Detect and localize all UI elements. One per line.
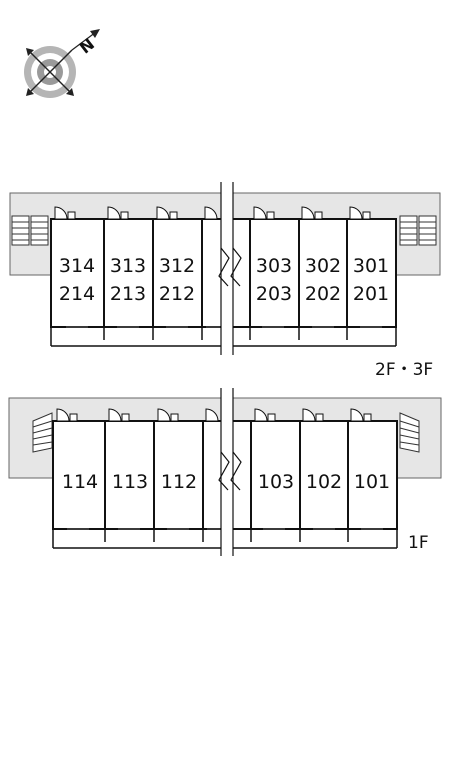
unit-112[interactable]: 112: [161, 471, 197, 493]
unit-113[interactable]: 113: [112, 471, 148, 493]
floor-label-upper: 2F・3F: [375, 360, 433, 380]
floor-plan-lower: 114 113 112 103 102 101 1F: [8, 388, 442, 556]
floor-label-lower: 1F: [408, 533, 429, 553]
lower-doors: [56, 408, 372, 422]
stair-right-lower: [399, 412, 420, 453]
lower-break-line: [218, 388, 242, 556]
stair-left-upper: [11, 215, 49, 246]
unit-303[interactable]: 303: [256, 255, 292, 277]
unit-314[interactable]: 314: [59, 255, 95, 277]
unit-213[interactable]: 213: [110, 283, 146, 305]
unit-101[interactable]: 101: [354, 471, 390, 493]
stair-right-upper: [399, 215, 437, 246]
unit-313[interactable]: 313: [110, 255, 146, 277]
unit-102[interactable]: 102: [306, 471, 342, 493]
compass-north-label: N: [76, 34, 98, 57]
unit-103[interactable]: 103: [258, 471, 294, 493]
unit-312[interactable]: 312: [159, 255, 195, 277]
unit-203[interactable]: 203: [256, 283, 292, 305]
unit-302[interactable]: 302: [305, 255, 341, 277]
unit-301[interactable]: 301: [353, 255, 389, 277]
floor-plan-upper: 314 214 313 213 312 212 303 203 302 202 …: [9, 182, 441, 380]
unit-212[interactable]: 212: [159, 283, 195, 305]
unit-202[interactable]: 202: [305, 283, 341, 305]
upper-break-line: [218, 182, 242, 355]
unit-201[interactable]: 201: [353, 283, 389, 305]
compass-rose-icon: N: [24, 29, 100, 98]
unit-114[interactable]: 114: [62, 471, 98, 493]
unit-214[interactable]: 214: [59, 283, 95, 305]
upper-doors: [54, 206, 371, 220]
